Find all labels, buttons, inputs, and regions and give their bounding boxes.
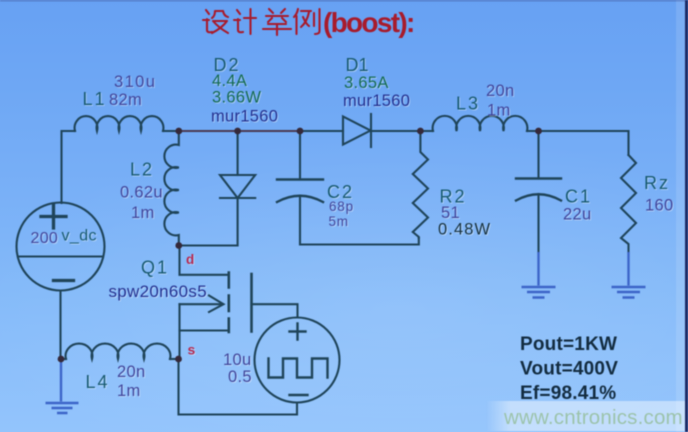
- svg-text:R2: R2: [440, 187, 467, 207]
- svg-text:1m: 1m: [131, 204, 155, 222]
- svg-text:20n: 20n: [117, 363, 145, 381]
- svg-text:C2: C2: [327, 182, 354, 202]
- svg-text:www.cntronics.com: www.cntronics.com: [503, 406, 683, 429]
- svg-text:4.4A: 4.4A: [212, 72, 247, 90]
- svg-text:v_dc: v_dc: [62, 228, 97, 245]
- svg-text:Rz: Rz: [644, 173, 670, 193]
- svg-text:s: s: [188, 342, 196, 358]
- svg-text:3.65A: 3.65A: [344, 74, 389, 92]
- svg-text:51: 51: [441, 204, 460, 222]
- svg-text:L1: L1: [83, 89, 107, 109]
- svg-text:0.48W: 0.48W: [438, 221, 491, 239]
- svg-text:L4: L4: [86, 372, 110, 392]
- svg-text:L3: L3: [456, 94, 480, 114]
- svg-text:Q1: Q1: [141, 258, 169, 278]
- svg-text:Pout=1KW: Pout=1KW: [520, 334, 617, 355]
- svg-text:5m: 5m: [329, 214, 349, 229]
- svg-text:1m: 1m: [117, 382, 141, 400]
- svg-text:(boost):: (boost):: [323, 7, 414, 38]
- svg-text:310u: 310u: [114, 73, 156, 91]
- svg-text:10u: 10u: [223, 351, 251, 369]
- svg-text:200: 200: [31, 230, 59, 247]
- svg-text:Vout=400V: Vout=400V: [520, 359, 618, 380]
- svg-text:3.66W: 3.66W: [212, 89, 261, 107]
- svg-text:L2: L2: [130, 160, 154, 180]
- svg-text:C1: C1: [565, 187, 592, 207]
- svg-text:160: 160: [645, 197, 673, 215]
- svg-text:Ef=98.41%: Ef=98.41%: [520, 383, 616, 404]
- svg-text:68p: 68p: [329, 199, 354, 214]
- svg-text:spw20n60s5: spw20n60s5: [109, 282, 207, 301]
- svg-text:22u: 22u: [563, 206, 591, 224]
- svg-text:20n: 20n: [486, 82, 514, 100]
- svg-text:82m: 82m: [109, 91, 142, 109]
- svg-text:mur1560: mur1560: [211, 108, 278, 126]
- svg-text:1m: 1m: [487, 102, 511, 120]
- svg-text:mur1560: mur1560: [343, 92, 410, 110]
- svg-text:D2: D2: [214, 55, 241, 75]
- svg-text:d: d: [186, 252, 194, 267]
- svg-text:D1: D1: [346, 55, 369, 75]
- svg-text:0.62u: 0.62u: [120, 184, 163, 202]
- svg-text:0.5: 0.5: [228, 368, 252, 386]
